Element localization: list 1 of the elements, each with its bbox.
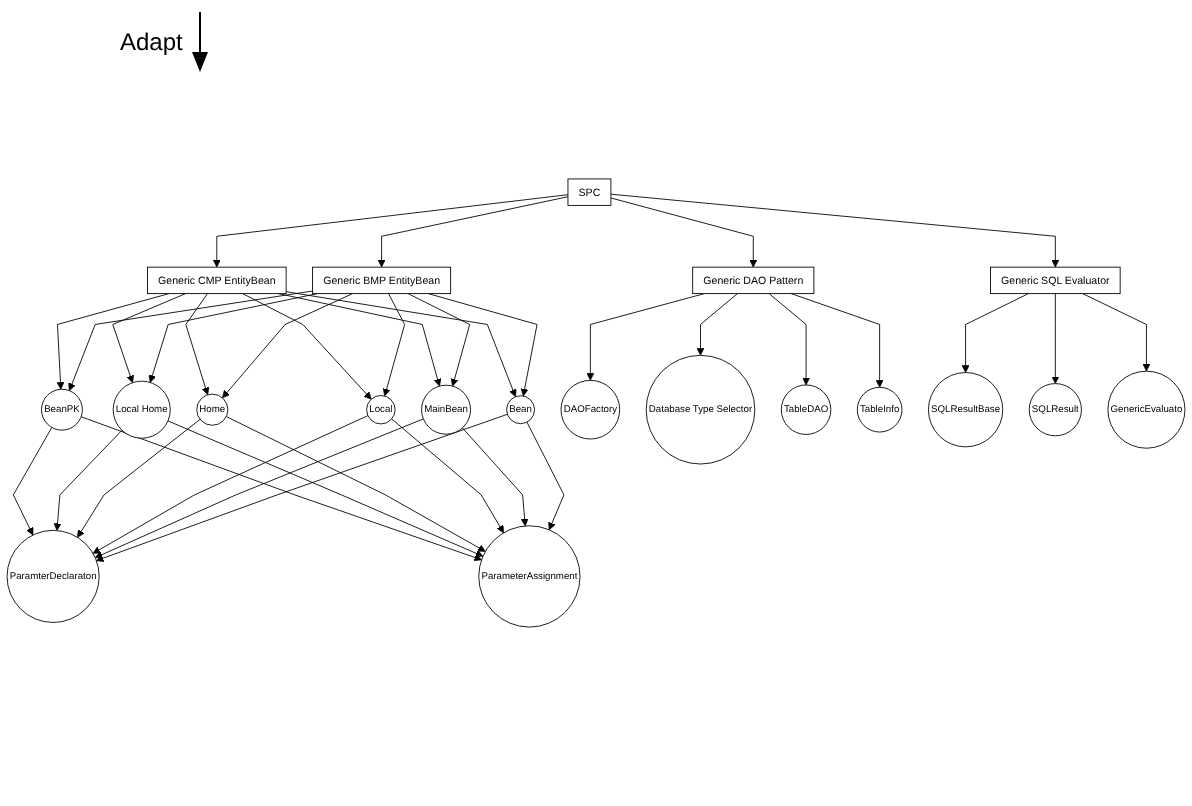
direction-label: Adapt (120, 28, 183, 56)
